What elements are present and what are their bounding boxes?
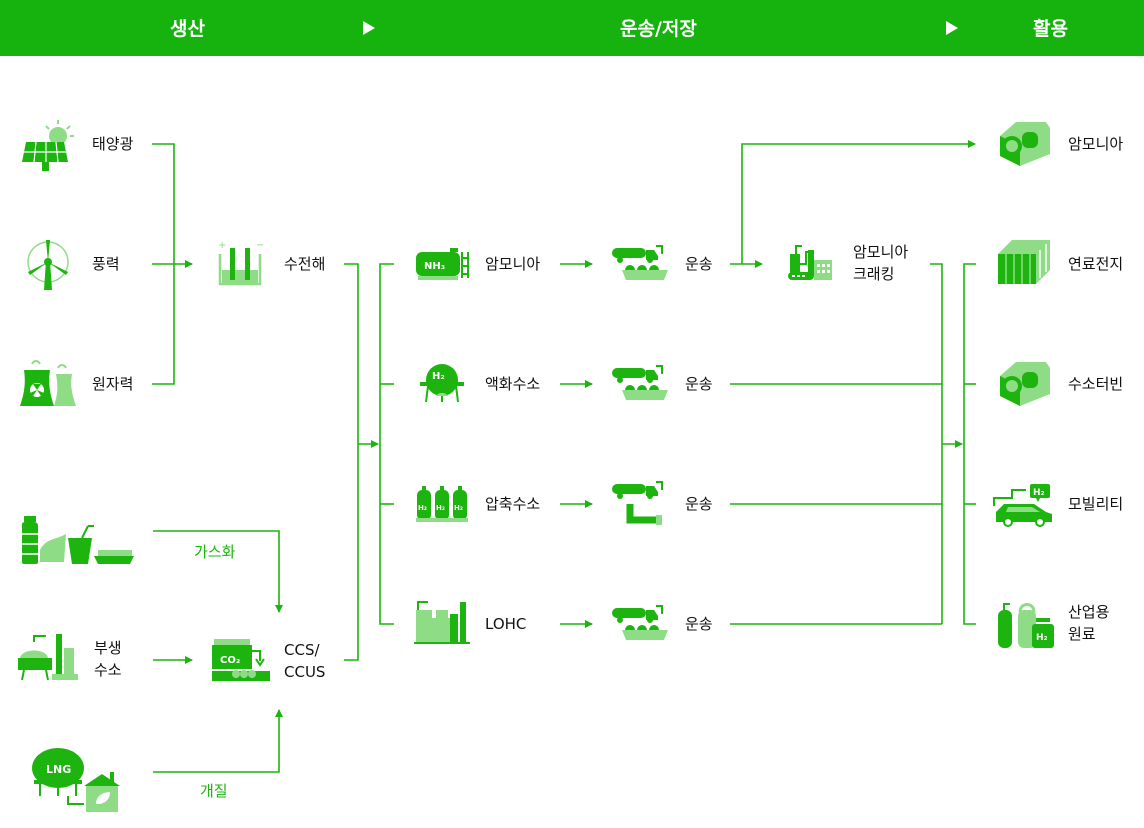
gasification-label: 가스화 [194,543,236,561]
transport-label: 운송 [685,615,713,633]
truck-ship-icon [612,365,668,400]
svg-text:+: + [218,240,226,251]
electrolyzer-icon: + − [218,240,264,286]
nuclear-plant-icon [20,360,76,406]
hydrogen-car-icon: H₂ [993,484,1052,527]
solar-panel-icon [22,120,74,171]
cracking-label-line1: 암모니아 [853,243,909,261]
storage-ammonia-label: 암모니아 [485,255,541,273]
ccs-label-line2: CCUS [284,663,326,681]
nh3-icon-text: NH₃ [424,261,445,272]
transport-label: 운송 [685,375,713,393]
solar-label: 태양광 [92,135,134,153]
lohc-plant-icon [414,601,470,644]
waste-plastic-icon [22,516,134,564]
ammonia-cracking-icon [788,245,832,280]
arrow-right-icon [363,21,375,35]
h2-icon-text: H₂ [454,504,463,512]
nuclear-label: 원자력 [92,375,134,393]
fuel-cell-icon [998,240,1050,284]
usage-ammonia-label: 암모니아 [1068,135,1124,153]
reforming-label: 개질 [200,782,228,800]
transport-label: 운송 [685,495,713,513]
svg-text:−: − [256,240,264,251]
usage-turbine-label: 수소터빈 [1068,375,1124,393]
h2-icon-text: H₂ [418,504,427,512]
stage-transport-title: 운송/저장 [620,18,697,40]
transport-label: 운송 [685,255,713,273]
arrow-right-icon [946,21,958,35]
ammonia-engine-icon [1000,122,1050,166]
stage-production-title: 생산 [170,18,205,40]
byproduct-label-line1: 부생 [94,639,122,657]
truck-ship-icon [612,245,668,280]
truck-ship-icon [612,605,668,640]
byproduct-plant-icon [18,634,78,681]
industrial-gas-icon: H₂ [998,603,1054,648]
compressed-cylinders-icon: H₂ H₂ H₂ [416,486,468,522]
truck-pipeline-icon [612,481,663,525]
ccs-label-line1: CCS/ [284,641,320,659]
lng-reforming-icon: LNG [32,748,120,812]
usage-industrial-label-line1: 산업용 [1068,603,1110,621]
liquid-hydrogen-tank-icon: H₂ [420,364,464,403]
ammonia-tank-icon: NH₃ [416,248,469,280]
storage-compressed-label: 압축수소 [485,495,541,513]
hydrogen-turbine-icon [1000,362,1050,406]
wind-label: 풍력 [92,255,120,273]
usage-fuel-cell-label: 연료전지 [1068,255,1124,273]
ccs-capture-icon: CO₂ [212,639,270,681]
co2-icon-text: CO₂ [220,655,240,666]
h2-icon-text: H₂ [1033,488,1045,498]
wind-turbine-icon [27,240,69,290]
h2-icon-text: H₂ [1036,633,1048,643]
lng-icon-text: LNG [46,763,71,776]
cracking-label-line2: 크래킹 [853,265,895,283]
byproduct-label-line2: 수소 [94,661,122,679]
h2-icon-text: H₂ [436,504,445,512]
storage-liquid-label: 액화수소 [485,375,541,393]
usage-industrial-label-line2: 원료 [1068,625,1096,643]
usage-mobility-label: 모빌리티 [1068,495,1124,513]
header-bar: 생산 운송/저장 활용 [0,0,1144,56]
h2-icon-text: H₂ [432,371,445,382]
electrolysis-label: 수전해 [284,255,326,273]
storage-lohc-label: LOHC [485,615,527,633]
stage-usage-title: 활용 [1033,18,1068,40]
